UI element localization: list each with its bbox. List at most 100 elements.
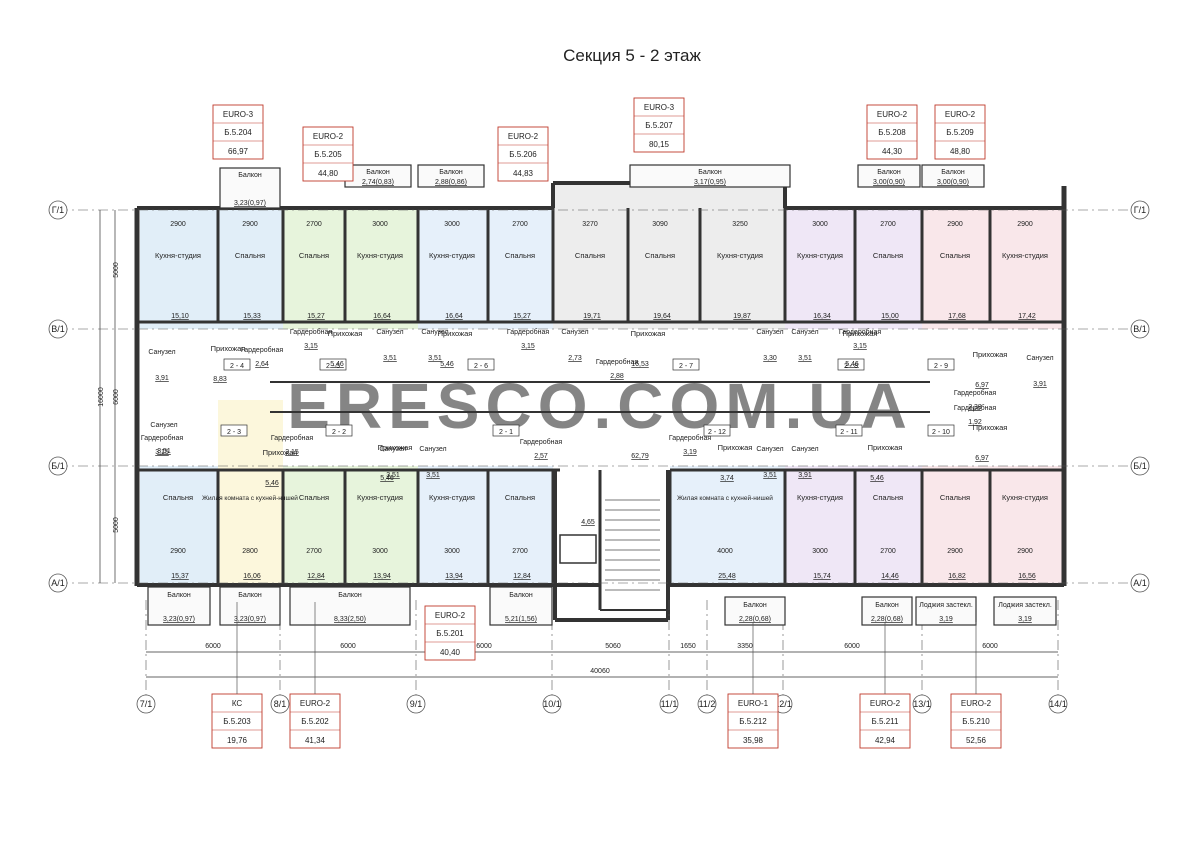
balcony-bottom-area-7: 3,19: [1018, 616, 1032, 623]
hall-area-0: 8,83: [213, 376, 227, 383]
wardrobe-area-3: 2,88: [610, 373, 624, 380]
hall-area-10: 6,97: [975, 455, 989, 462]
card-top-num-5: Б.5.209: [946, 128, 974, 137]
balcony-top-5: [921, 164, 985, 188]
apt-tag-box-11: [927, 424, 955, 437]
bath-label-3: Санузел: [561, 329, 588, 336]
balcony-top-area-5: 3,00(0,90): [937, 179, 969, 186]
room-top-dim-8: 3250: [732, 221, 748, 228]
dim-bottom-1: 6000: [340, 643, 356, 650]
axis-label-bottom-4: 11/1: [661, 699, 678, 709]
card-top-area-2: 44,83: [513, 169, 534, 178]
apartment-fill-2: [418, 210, 553, 329]
card-bottom-type-2: EURO-2: [435, 611, 466, 620]
room-bottom-dim-1: 2800: [242, 548, 258, 555]
apartment-fill-12: [922, 466, 1062, 583]
card-top-num-0: Б.5.204: [224, 128, 252, 137]
card-top-num-1: Б.5.205: [314, 150, 342, 159]
room-bottom-name-3: Кухня-студия: [357, 493, 403, 502]
wardrobe-label-1: Гардеробная: [290, 328, 333, 336]
room-top-name-4: Кухня-студия: [429, 251, 475, 260]
card-bottom-num-3: Б.5.212: [739, 717, 767, 726]
axis-label-bottom-1: 8/1: [274, 699, 287, 709]
apt-tag-5: 2 - 9: [934, 363, 948, 370]
balcony-bottom-7: [993, 596, 1057, 626]
axis-label-bottom-6: 12/1: [774, 699, 792, 709]
page-title: Секция 5 - 2 этаж: [563, 46, 701, 65]
room-top-area-4: 16,64: [445, 313, 463, 320]
axis-label-left-3: А/1: [51, 578, 65, 588]
axis-bubble-bottom-5: [697, 694, 717, 714]
axis-bubble-right-2: [1130, 456, 1150, 476]
axis-bubble-bottom-2: [406, 694, 426, 714]
bath-label-0: Санузел: [148, 349, 175, 356]
apt-tag-11: 2 - 10: [932, 429, 950, 436]
balcony-bottom-area-0: 3,23(0,97): [163, 616, 195, 623]
room-bottom-area-4: 13,94: [445, 573, 463, 580]
balcony-bottom-label-6: Лоджия застекл.: [919, 602, 973, 609]
room-top-dim-6: 3270: [582, 221, 598, 228]
apt-tag-0: 2 - 4: [230, 363, 244, 370]
apt-tag-box-7: [325, 424, 353, 437]
wardrobe-label-7: Гардеробная: [271, 434, 314, 442]
dim-left-total: 16000: [98, 387, 105, 407]
balcony-top-2: [417, 164, 485, 188]
wardrobe-label-2: Гардеробная: [507, 328, 550, 336]
room-bottom-dim-5: 2700: [512, 548, 528, 555]
bath-area-6: 3,91: [1033, 381, 1047, 388]
balcony-top-area-4: 3,00(0,90): [873, 179, 905, 186]
balcony-top-label-4: Балкон: [877, 169, 901, 176]
apt-tag-10: 2 - 11: [840, 429, 857, 436]
balcony-bottom-1: [219, 586, 281, 626]
hall-area-9: 5,46: [870, 475, 884, 482]
axis-bubble-right-0: [1130, 200, 1150, 220]
room-bottom-name-4: Кухня-студия: [429, 493, 475, 502]
card-bottom-type-4: EURO-2: [870, 699, 901, 708]
balcony-bottom-label-7: Лоджия застекл.: [998, 602, 1052, 609]
room-top-name-9: Кухня-студия: [797, 251, 843, 260]
bath-area-7: 3,51: [157, 448, 171, 455]
apt-tag-box-8: [492, 424, 520, 437]
card-top-0: [212, 104, 264, 160]
room-top-dim-3: 3000: [372, 221, 388, 228]
apt-tag-box-5: [927, 358, 955, 371]
wardrobe-area-6: 3,15: [155, 449, 169, 456]
room-top-name-12: Кухня-студия: [1002, 251, 1048, 260]
axis-bubble-bottom-4: [659, 694, 679, 714]
apartment-fill-9: [418, 466, 553, 583]
card-top-area-5: 48,80: [950, 147, 971, 156]
room-top-area-6: 19,71: [583, 313, 601, 320]
axis-label-right-3: А/1: [1133, 578, 1147, 588]
hall-area-6: 5,46: [265, 480, 279, 487]
room-bottom-area-1: 16,06: [243, 573, 261, 580]
room-bottom-area-9: 16,82: [948, 573, 966, 580]
balcony-bottom-label-3: Балкон: [509, 592, 533, 599]
apt-tag-6: 2 - 3: [227, 429, 241, 436]
apartment-fill-8: [283, 466, 418, 583]
room-bottom-dim-10: 2900: [1017, 548, 1033, 555]
hall-label-0: Прихожая: [211, 344, 246, 353]
wardrobe-label-8: Гардеробная: [520, 438, 563, 446]
card-bottom-num-5: Б.5.210: [962, 717, 990, 726]
axis-label-left-2: Б/1: [51, 461, 64, 471]
balcony-bottom-label-2: Балкон: [338, 592, 362, 599]
card-top-area-0: 66,97: [228, 147, 249, 156]
axis-bubble-left-1: [48, 319, 68, 339]
wardrobe-area-10: 1,92: [968, 419, 982, 426]
card-top-4: [866, 104, 918, 160]
apt-tag-2: 2 - 6: [474, 363, 488, 370]
room-bottom-area-3: 13,94: [373, 573, 391, 580]
room-bottom-name-9: Спальня: [940, 493, 970, 502]
card-top-type-2: EURO-2: [508, 132, 539, 141]
room-top-name-3: Кухня-студия: [357, 251, 403, 260]
dim-bottom-3: 5060: [605, 643, 621, 650]
room-top-area-11: 17,68: [948, 313, 966, 320]
bath-area-0: 3,91: [155, 375, 169, 382]
room-top-dim-7: 3090: [652, 221, 668, 228]
room-top-name-7: Спальня: [645, 251, 675, 260]
axis-label-left-1: В/1: [51, 324, 65, 334]
room-top-area-3: 16,64: [373, 313, 391, 320]
balcony-bottom-label-1: Балкон: [238, 592, 262, 599]
